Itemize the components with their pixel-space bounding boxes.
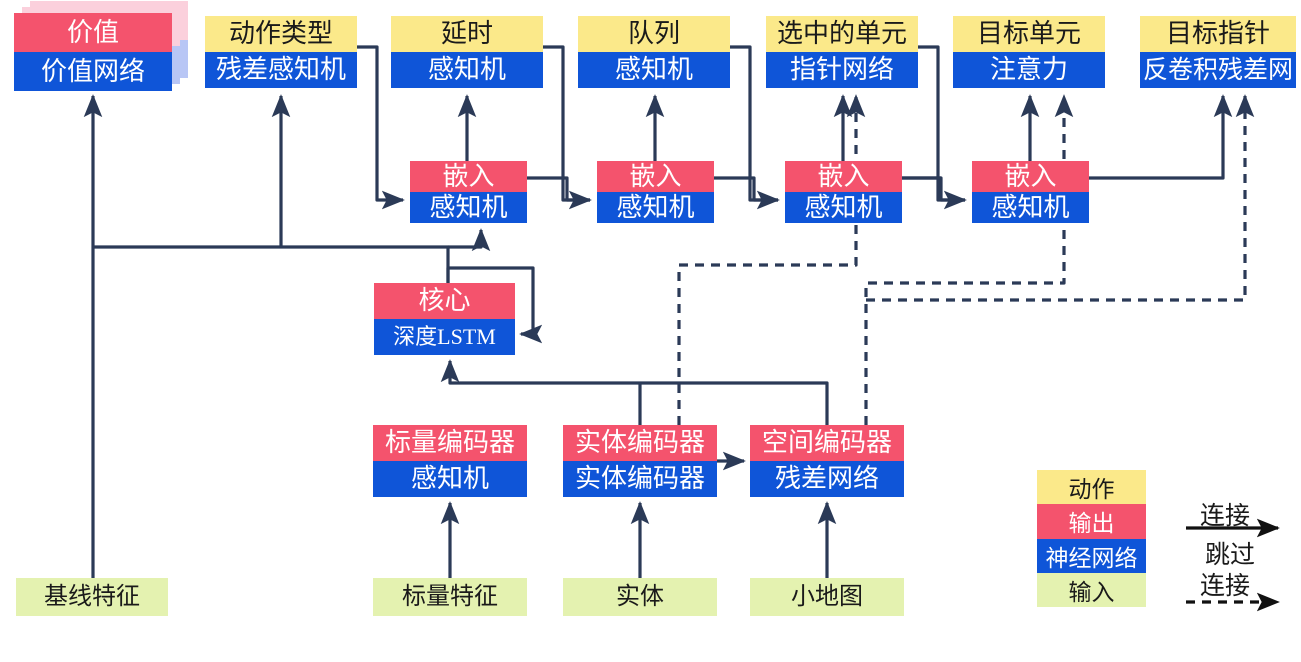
node-action_type[interactable]: 动作类型残差感知机 [205,16,357,88]
wire-corebus-into-embed1 [448,228,491,252]
wire-selunits-to-embed4 [918,45,965,202]
wire-embed4-to-tgtpoint [1089,94,1233,180]
wire-embed2-to-embed3 [714,176,780,210]
node-tgt_point-top-label: 目标指针 [1140,16,1296,52]
node-spatial_enc-top-label: 空间编码器 [750,425,904,461]
node-queue-bottom-label: 感知机 [578,52,730,88]
legend-skip-label-line1: 跳过 [1205,542,1256,569]
node-tgt_unit[interactable]: 目标单元注意力 [953,16,1105,88]
node-delay-top-label: 延时 [391,16,543,52]
node-embed1-bottom-label: 感知机 [410,192,527,223]
input-node-entities[interactable]: 实体 [563,578,717,616]
node-embed4-top-label: 嵌入 [972,161,1089,192]
wire-actiontype-to-embed1 [357,45,405,210]
legend-row-output: 输出 [1037,504,1146,539]
node-embed3-bottom-label: 感知机 [785,192,902,223]
wire-delay-to-embed2 [543,45,590,202]
skip-entityenc-to-selunits [677,94,866,425]
node-embed4-bottom-label: 感知机 [972,192,1089,223]
node-queue[interactable]: 队列感知机 [578,16,730,88]
node-core-bottom-label: 深度LSTM [374,319,515,355]
legend-color-key: 动作输出神经网络输入 [1037,470,1146,607]
node-embed2-top-label: 嵌入 [597,161,714,192]
legend-row-input: 输入 [1037,572,1146,607]
node-delay[interactable]: 延时感知机 [391,16,543,88]
node-delay-bottom-label: 感知机 [391,52,543,88]
node-sel_units-bottom-label: 指针网络 [766,52,918,88]
input-node-minimap[interactable]: 小地图 [750,578,904,616]
node-value-bottom-label: 价值网络 [14,52,172,91]
legend-skip-label-line2: 连接 [1200,573,1251,600]
node-core-top-label: 核心 [374,283,515,319]
node-core[interactable]: 核心深度LSTM [374,283,515,355]
node-spatial_enc-bottom-label: 残差网络 [750,461,904,497]
node-scalar_enc-bottom-label: 感知机 [373,461,527,497]
node-tgt_point-bottom-label: 反卷积残差网 [1140,52,1296,88]
node-embed2-bottom-label: 感知机 [597,192,714,223]
node-action_type-bottom-label: 残差感知机 [205,52,357,88]
node-action_type-top-label: 动作类型 [205,16,357,52]
legend-row-action: 动作 [1037,470,1146,505]
wire-queue-to-embed3 [730,45,778,202]
node-entity_enc[interactable]: 实体编码器实体编码器 [563,425,717,497]
node-embed1[interactable]: 嵌入感知机 [410,161,527,223]
node-embed4[interactable]: 嵌入感知机 [972,161,1089,223]
legend-connection-label: 连接 [1200,503,1251,530]
node-embed3-top-label: 嵌入 [785,161,902,192]
node-embed1-top-label: 嵌入 [410,161,527,192]
node-sel_units-top-label: 选中的单元 [766,16,918,52]
node-scalar_enc[interactable]: 标量编码器感知机 [373,425,527,497]
node-scalar_enc-top-label: 标量编码器 [373,425,527,461]
input-node-baseline_features[interactable]: 基线特征 [16,578,168,616]
legend-arrows [1186,518,1280,612]
skip-spatialenc-to-tgtunit [864,94,1074,425]
node-value[interactable]: 价值价值网络 [14,1,188,91]
node-embed3[interactable]: 嵌入感知机 [785,161,902,223]
wire-embed1-to-embed2 [527,176,592,210]
node-tgt_unit-bottom-label: 注意力 [953,52,1105,88]
node-sel_units[interactable]: 选中的单元指针网络 [766,16,918,88]
node-tgt_point[interactable]: 目标指针反卷积残差网 [1140,16,1296,88]
node-entity_enc-top-label: 实体编码器 [563,425,717,461]
node-value-top-label: 价值 [14,13,172,52]
wire-core-bus-to-embed1 [93,245,450,268]
node-tgt_unit-top-label: 目标单元 [953,16,1105,52]
node-entity_enc-bottom-label: 实体编码器 [563,461,717,497]
legend-row-nn: 神经网络 [1037,538,1146,573]
wire-embed3-to-embed4 [902,176,967,210]
node-spatial_enc[interactable]: 空间编码器残差网络 [750,425,904,497]
node-embed2[interactable]: 嵌入感知机 [597,161,714,223]
input-node-scalar_features[interactable]: 标量特征 [373,578,527,616]
skip-spatialenc-to-tgtpoint [866,94,1255,302]
node-queue-top-label: 队列 [578,16,730,52]
